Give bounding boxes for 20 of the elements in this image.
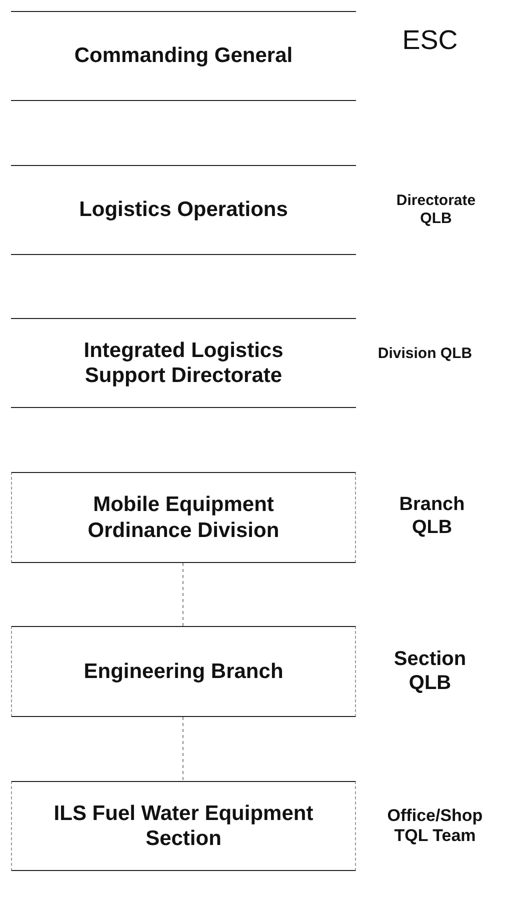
org-unit-box	[11, 472, 356, 563]
level-label: Directorate QLB	[395, 192, 477, 228]
connector-line	[182, 562, 184, 626]
level-label: Section QLB	[392, 647, 468, 695]
level-label: Office/Shop TQL Team	[386, 806, 484, 846]
unit-name: Engineering Branch	[82, 658, 284, 684]
org-unit-box	[11, 318, 356, 408]
unit-name: Integrated Logistics Support Directorate	[82, 338, 284, 388]
unit-name: Logistics Operations	[78, 197, 289, 223]
unit-name: ILS Fuel Water Equipment Section	[52, 800, 314, 852]
org-unit-box	[11, 11, 356, 101]
org-unit-box	[11, 165, 356, 255]
level-label: Branch QLB	[398, 494, 466, 540]
unit-name: Mobile Equipment Ordinance Division	[86, 492, 280, 543]
org-unit-box	[11, 626, 356, 717]
connector-line	[182, 716, 184, 782]
level-label: ESC	[401, 24, 459, 56]
unit-name: Commanding General	[73, 43, 294, 69]
level-label: Division QLB	[376, 345, 474, 363]
org-unit-box	[11, 781, 356, 871]
